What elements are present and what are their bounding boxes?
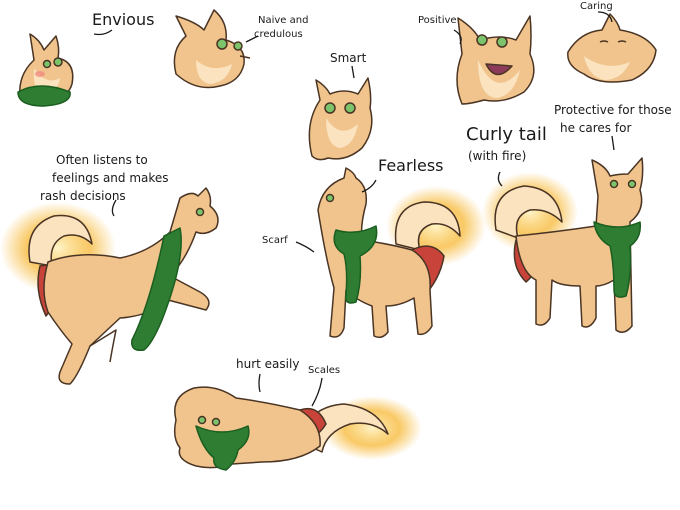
head-envious [17, 33, 74, 107]
label-listens-1: Often listens to [56, 153, 148, 167]
pose-standing-side [317, 167, 486, 339]
pose-standing-front [482, 157, 644, 333]
arrow-fearless [361, 179, 377, 193]
label-envious: Envious [92, 10, 155, 29]
arrow-smart [351, 65, 355, 79]
label-protective-2: he cares for [560, 121, 632, 135]
head-positive [456, 15, 535, 105]
arrow-hurt [258, 373, 261, 393]
pose-lying [173, 386, 422, 471]
label-naive-1: Naive and [258, 15, 309, 26]
arrow-positive [453, 29, 462, 45]
label-protective-1: Protective for those [554, 103, 672, 117]
head-smart [308, 77, 373, 161]
pose-leaping [0, 187, 219, 385]
label-smart: Smart [330, 51, 367, 65]
label-positive: Positive [418, 15, 457, 26]
arrow-curly [497, 171, 503, 187]
label-naive-2: credulous [254, 29, 303, 40]
label-listens-2: feelings and makes [52, 171, 169, 185]
label-hurt: hurt easily [236, 357, 300, 371]
arrow-caring [597, 11, 613, 23]
label-curly-2: (with fire) [468, 149, 527, 163]
head-caring [567, 13, 657, 83]
arrow-naive [245, 35, 259, 43]
label-scales: Scales [308, 365, 341, 376]
head-naive [173, 9, 251, 89]
label-curly-1: Curly tail [466, 124, 547, 145]
arrow-listens [111, 199, 117, 217]
label-fearless: Fearless [378, 156, 444, 175]
label-caring: Caring [580, 1, 613, 12]
label-scarf: Scarf [262, 235, 288, 246]
label-listens-3: rash decisions [40, 189, 126, 203]
arrow-envious [93, 29, 113, 36]
arrow-protective [611, 135, 615, 151]
arrow-scales [311, 377, 323, 407]
arrow-scarf [295, 241, 315, 253]
